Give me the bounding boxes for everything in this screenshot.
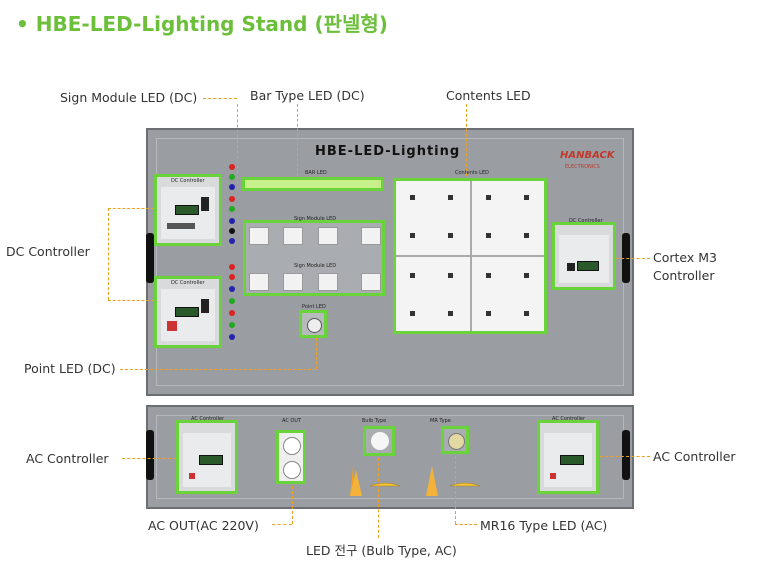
label-point-led: Point LED (DC) bbox=[24, 361, 116, 376]
panel-heading: HBE-LED-Lighting bbox=[315, 144, 461, 159]
label-controller: Controller bbox=[653, 268, 715, 283]
bar-led-label: BAR LED bbox=[305, 170, 327, 176]
dc-controller-top: DC Controller bbox=[154, 174, 222, 246]
label-bar-type-led: Bar Type LED (DC) bbox=[250, 88, 365, 103]
label-ac-controller-left: AC Controller bbox=[26, 451, 109, 466]
dc-controller-bottom: DC Controller bbox=[154, 276, 222, 348]
label-sign-module-led: Sign Module LED (DC) bbox=[60, 90, 198, 105]
bulb-type-label: Bulb Type bbox=[362, 418, 387, 424]
ac-controller-right: AC Controller bbox=[537, 416, 599, 494]
cortex-m3-controller: DC Controller bbox=[552, 218, 616, 290]
label-contents-led: Contents LED bbox=[446, 88, 531, 103]
point-led bbox=[299, 310, 327, 338]
leader-contents bbox=[466, 104, 467, 176]
leader-point-led bbox=[120, 369, 316, 370]
leader-bulb bbox=[378, 458, 379, 538]
hanback-logo-sub: ELECTRONICS bbox=[565, 164, 600, 170]
leader-cortex bbox=[616, 258, 650, 259]
leader-ac-out bbox=[292, 486, 293, 524]
page-title: • HBE-LED-Lighting Stand (판넬형) bbox=[16, 12, 388, 36]
bulb-led bbox=[363, 426, 395, 456]
point-led-label: Point LED bbox=[302, 304, 326, 310]
leader-mr16 bbox=[455, 456, 456, 524]
mr16-led bbox=[441, 426, 469, 454]
ac-controller-left: AC Controller bbox=[176, 416, 238, 494]
handle-right-bottom bbox=[622, 430, 630, 480]
label-dc-controller: DC Controller bbox=[6, 244, 90, 259]
label-cortex-m3: Cortex M3 bbox=[653, 250, 717, 265]
mr-type-label: MR Type bbox=[430, 418, 451, 424]
contents-led-label: Contents LED bbox=[455, 170, 489, 176]
handle-left-bottom bbox=[146, 430, 154, 480]
label-ac-controller-right: AC Controller bbox=[653, 449, 736, 464]
label-ac-out: AC OUT(AC 220V) bbox=[148, 518, 259, 533]
sign-module-led: Sign Module LED Sign Module LED bbox=[243, 216, 385, 296]
leader-bar-type bbox=[297, 104, 298, 176]
ac-out-sockets bbox=[276, 430, 306, 484]
hanback-logo: HANBACK bbox=[560, 150, 615, 161]
leader-ac-left bbox=[122, 458, 176, 459]
handle-left-top bbox=[146, 233, 154, 283]
leader-dc-controller-top bbox=[108, 208, 154, 209]
contents-led bbox=[393, 178, 547, 334]
label-bulb: LED 전구 (Bulb Type, AC) bbox=[306, 543, 457, 558]
bar-led bbox=[242, 177, 384, 191]
leader-sign-module bbox=[237, 104, 238, 184]
leader-ac-right bbox=[600, 456, 650, 457]
ac-out-label: AC OUT bbox=[282, 418, 302, 424]
label-mr16: MR16 Type LED (AC) bbox=[480, 518, 608, 533]
